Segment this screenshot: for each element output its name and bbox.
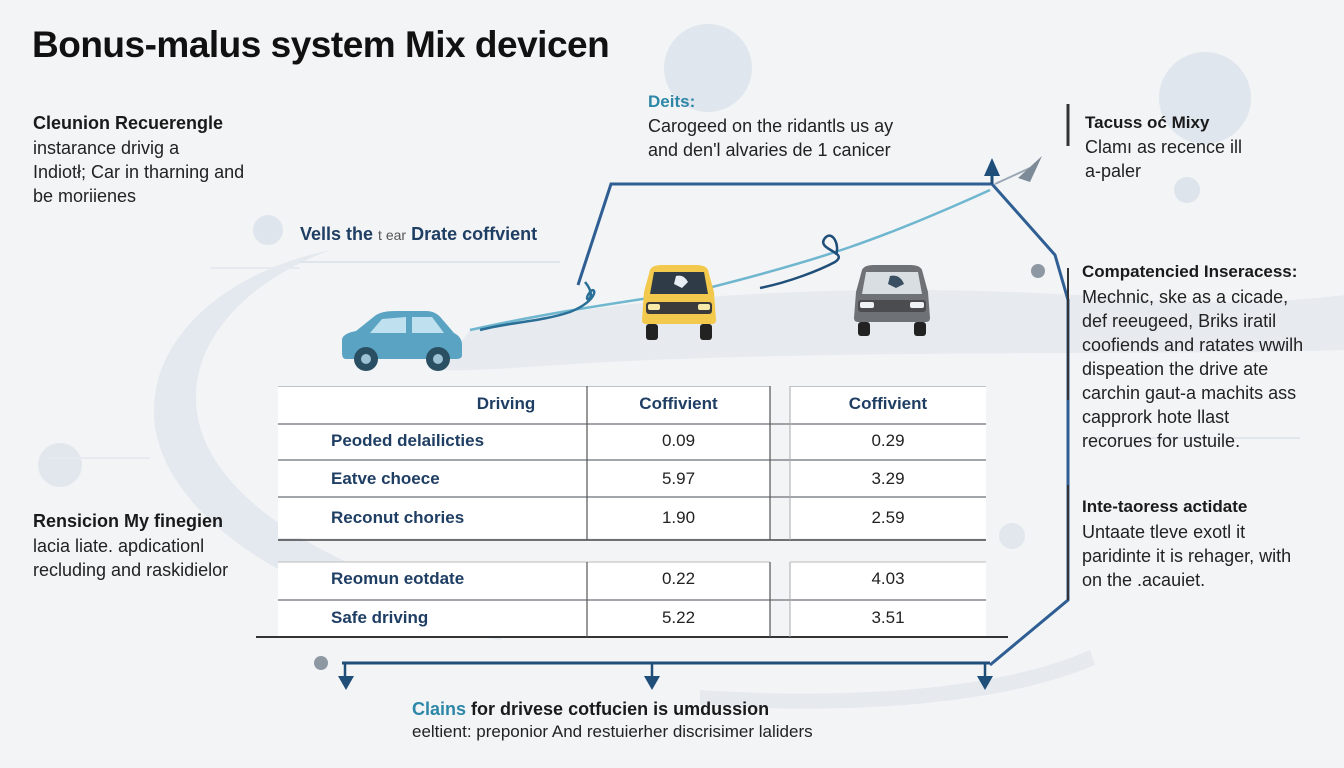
table-header: Coffivient (639, 394, 718, 413)
table-header: Driving (476, 394, 536, 413)
car-blue-icon (342, 311, 462, 371)
center-label: Vells the t ear Drate coffvient (300, 224, 537, 245)
right-mid-line: capprork hote llast (1082, 407, 1230, 427)
arrow-down-icon (338, 676, 354, 690)
left-top-line: instarance drivig a (33, 138, 180, 158)
bottom-heading: Clains for drivese cotfucien is umdussio… (412, 699, 813, 720)
arrow-down-icon (977, 676, 993, 690)
car-gray-icon (854, 265, 930, 336)
center-label-suffix: Drate coffvient (406, 224, 538, 244)
table-header: Coffivient (848, 394, 928, 413)
right-mid-line: Mechnic, ske as a cicade, (1082, 287, 1289, 307)
table-cell: 0.29 (871, 431, 905, 450)
top-center-heading: Deits: (648, 92, 696, 111)
table-row-label: Reomun eotdate (331, 569, 465, 588)
left-top-heading: Cleunion Recuerengle (33, 113, 224, 133)
arrow-corner-icon (1018, 156, 1042, 182)
center-label-middle: t ear (378, 227, 407, 243)
table-cell: 2.59 (871, 508, 905, 527)
table-cell: 4.03 (871, 569, 905, 588)
trend-squiggle-2 (759, 234, 840, 290)
coefficient-table: Driving Coffivient Coffivient Peoded del… (256, 386, 1008, 638)
right-top-block: Tacuss oć Mixy Clamı as recence ill a-pa… (1085, 113, 1242, 183)
page-title: Bonus-malus system Mix devicen (32, 24, 610, 65)
right-low-heading: Inte-taoress actidate (1082, 497, 1248, 516)
bottom-heading-rest: for drivese cotfucien is umdussion (466, 699, 770, 719)
top-center-line: Carogeed on the ridantls us ay (648, 116, 894, 136)
table-cell: 5.97 (661, 469, 696, 488)
table-cell: 3.51 (871, 608, 905, 627)
right-mid-line: coofiends and ratates wwilh (1082, 335, 1304, 355)
table-cell: 0.09 (661, 431, 696, 450)
left-low-line: recluding and raskidielor (33, 560, 229, 580)
table-row-label: Reconut chories (331, 508, 465, 527)
left-low-line: lacia liate. apdicationl (33, 536, 205, 556)
table-grid (256, 386, 1008, 638)
top-center-block: Deits: Carogeed on the ridantls us ay an… (648, 92, 893, 162)
right-mid-heading: Compatencied Inseracess: (1082, 262, 1298, 281)
table-cell: 1.90 (661, 508, 696, 527)
bottom-line: eeltient: preponior And restuierher disc… (412, 722, 813, 741)
table-cell: 0.22 (661, 569, 696, 588)
right-mid-line: dispeation the drive ate (1082, 359, 1269, 379)
table-row-label: Peoded delailicties (331, 431, 485, 450)
right-top-line: Clamı as recence ill (1085, 137, 1243, 157)
bottom-block: Clains for drivese cotfucien is umdussio… (412, 699, 813, 744)
left-low-heading: Rensicion My finegien (33, 511, 224, 531)
right-top-heading: Tacuss oć Mixy (1085, 113, 1210, 132)
right-mid-line: def reeugeed, Briks iratil (1082, 311, 1277, 331)
car-yellow-icon (642, 265, 716, 340)
right-mid-line: recorues for ustuile. (1082, 431, 1241, 451)
trend-squiggle (479, 281, 596, 332)
left-top-line: Indiotł; Car in tharning and (33, 162, 245, 182)
right-mid-block: Compatencied Inseracess: Mechnic, ske as… (1082, 262, 1303, 453)
right-mid-line: carchin gaut-a machits ass (1082, 383, 1297, 403)
table-row-label: Eatve choece (331, 469, 440, 488)
bottom-heading-teal: Clains (412, 699, 467, 719)
table-cell: 5.22 (661, 608, 696, 627)
left-top-block: Cleunion Recuerengle instarance drivig a… (33, 113, 244, 208)
table-row-label: Safe driving (331, 608, 429, 627)
top-center-line: and den'l alvaries de 1 canicer (648, 140, 891, 160)
right-top-line: a-paler (1085, 161, 1142, 181)
left-top-line: be moriienes (33, 186, 137, 206)
arrow-down-icon (644, 676, 660, 690)
table-cell: 3.29 (871, 469, 905, 488)
right-low-line: paridinte it is rehager, with (1082, 546, 1292, 566)
left-low-block: Rensicion My finegien lacia liate. apdic… (33, 511, 228, 582)
right-low-line: Untaate tleve exotl it (1082, 522, 1246, 542)
center-label-prefix: Vells the (300, 224, 379, 244)
right-low-block: Inte-taoress actidate Untaate tleve exot… (1082, 497, 1291, 592)
right-low-line: on the .acauiet. (1082, 570, 1206, 590)
arrow-up-icon (984, 158, 1000, 176)
